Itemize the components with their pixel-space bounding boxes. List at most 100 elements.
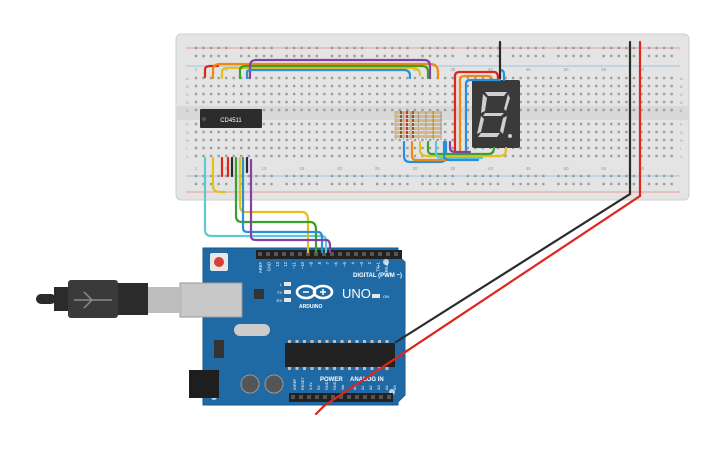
column-number: 15 <box>299 166 305 171</box>
usb-icon <box>74 291 112 309</box>
row-letter: H <box>680 138 683 143</box>
row-letter: J <box>186 154 188 159</box>
column-number: 5 <box>225 67 228 72</box>
row-letter: F <box>680 122 683 127</box>
column-number: 20 <box>337 166 343 171</box>
led-l <box>284 282 291 286</box>
row-letter: I <box>680 146 681 151</box>
row-letter: D <box>680 100 683 105</box>
row-letter: H <box>186 138 189 143</box>
capacitor <box>264 374 284 394</box>
reset-button-cap[interactable] <box>214 257 224 267</box>
led-rx <box>284 298 291 302</box>
digital-pin-label: ~5 <box>342 261 347 266</box>
power-pin-label: 5V <box>317 385 321 390</box>
digital-pin-label: 8 <box>317 261 322 264</box>
capacitor <box>240 374 260 394</box>
column-number: 1 <box>195 166 198 171</box>
column-number: 60 <box>639 67 645 72</box>
column-number: 40 <box>488 67 494 72</box>
regulator <box>214 340 224 358</box>
row-letter: I <box>186 146 187 151</box>
digital-pin-label: 2 <box>367 261 372 264</box>
digital-pin-label: 4 <box>350 261 355 264</box>
column-number: 50 <box>563 166 569 171</box>
column-number: 60 <box>639 166 645 171</box>
led-tx <box>284 290 291 294</box>
column-number: 1 <box>195 67 198 72</box>
on-led <box>372 294 380 298</box>
led-label: RX <box>276 298 282 303</box>
usb-cable[interactable] <box>36 280 182 318</box>
row-letter: F <box>186 122 189 127</box>
digital-pin-label: ~10 <box>300 261 305 269</box>
digital-pin-label: AREF <box>258 262 263 274</box>
digital-pin-label: ~3 <box>359 261 364 266</box>
column-number: 5 <box>225 166 228 171</box>
row-letter: A <box>186 76 189 81</box>
power-pin-label: GND <box>325 381 329 390</box>
column-number: 55 <box>601 67 607 72</box>
analog-label: ANALOG IN <box>350 377 384 383</box>
digital-pin-label: 13 <box>275 261 280 266</box>
cd4511-chip[interactable]: CD4511 <box>200 109 262 128</box>
led-label: TX <box>277 290 282 295</box>
row-letter: C <box>186 92 189 97</box>
digital-pin-label: TX▸1 <box>376 261 381 271</box>
power-pin-label: IOREF <box>293 378 297 390</box>
row-letter: E <box>186 108 189 113</box>
row-letter: B <box>680 84 683 89</box>
row-letter: B <box>186 84 189 89</box>
seven-segment-digit <box>477 92 512 138</box>
seven-segment-display[interactable] <box>472 80 520 148</box>
row-letter: C <box>680 92 683 97</box>
row-letter: G <box>186 130 189 135</box>
digital-pin-label: ~6 <box>334 261 339 266</box>
on-label: ON <box>383 294 389 299</box>
digital-pin-label: 12 <box>283 261 288 266</box>
power-pin-label: 3.3V <box>309 382 313 390</box>
arduino-wires <box>203 156 642 416</box>
arduino-logo: UNO ARDUINO <box>295 284 371 310</box>
digital-pin-label: ~9 <box>308 261 313 266</box>
usb-port <box>179 282 243 318</box>
analog-pin-label: A2 <box>369 385 373 390</box>
power-pin-label: Vin <box>341 385 345 390</box>
column-number: 50 <box>563 67 569 72</box>
analog-pin-label: A3 <box>377 385 381 390</box>
digital-pin-label: GND <box>266 262 271 271</box>
power-pin-label: RESET <box>301 377 305 390</box>
chip-label: CD4511 <box>220 118 242 124</box>
digital-pin-label: 7 <box>325 261 330 264</box>
breadboard-wires <box>203 40 642 194</box>
breadboard-holes <box>194 46 673 186</box>
power-jack <box>189 370 219 398</box>
digital-pin-label: RX◂0 <box>384 261 389 272</box>
power-label: POWER <box>320 377 343 383</box>
atmega-chip <box>285 343 395 367</box>
row-letter: E <box>680 108 683 113</box>
column-number: 40 <box>488 166 494 171</box>
row-letter: G <box>680 130 683 135</box>
power-pin-label: GND <box>333 381 337 390</box>
digital-pin-label: ~11 <box>292 261 297 268</box>
led-label: L <box>280 282 283 287</box>
analog-pin-label: A5 <box>393 385 397 390</box>
header-pins <box>258 252 398 399</box>
digital-header[interactable] <box>256 250 402 259</box>
led-indicators: L TX RX <box>276 282 291 303</box>
column-number: 55 <box>601 166 607 171</box>
column-number: 25 <box>375 166 381 171</box>
resistor-array[interactable] <box>394 111 442 140</box>
row-letter: A <box>680 76 683 81</box>
analog-pin-label: A4 <box>385 385 389 390</box>
usb-chip <box>254 289 264 299</box>
column-number: 30 <box>412 166 418 171</box>
arduino-brand-text: ARDUINO <box>299 304 322 310</box>
analog-pin-label: A0 <box>353 385 357 390</box>
